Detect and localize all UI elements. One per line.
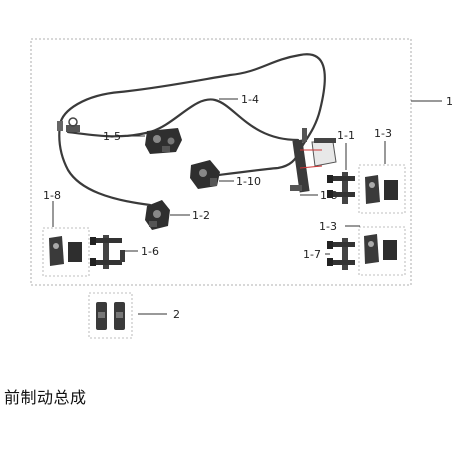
pad-box-1-8	[42, 227, 90, 277]
callout-1-8: 1-8	[43, 189, 61, 202]
callout-1-3-bottom: 1-3	[319, 220, 337, 233]
bracket-pin-1-7	[327, 238, 355, 270]
master-cylinder-1-9	[290, 128, 337, 193]
callout-1-6: 1-6	[141, 245, 159, 258]
caliper-1-5	[145, 128, 182, 154]
callout-1-2: 1-2	[192, 209, 210, 222]
callout-1: 1	[446, 95, 452, 108]
caliper-1-10	[190, 160, 220, 189]
callout-1-3-top: 1-3	[374, 127, 392, 140]
brake-pad-1-3-top	[365, 175, 398, 204]
bracket-pin-1-1	[327, 172, 355, 204]
pad-box-1-3-bottom	[358, 226, 406, 276]
brake-pad-1-3-bottom	[364, 234, 397, 264]
brake-hose	[58, 53, 326, 207]
callout-1-5: 1-5	[103, 130, 121, 143]
callout-2: 2	[173, 308, 180, 321]
brake-pad-2	[96, 302, 125, 330]
callout-1-4: 1-4	[241, 93, 259, 106]
caliper-1-2	[145, 200, 170, 230]
hose-junction	[57, 117, 80, 132]
assembly-caption: 前制动总成	[4, 388, 87, 407]
brake-pad-1-8	[49, 236, 82, 266]
bracket-pin-1-6	[90, 235, 125, 269]
callout-1-1: 1-1	[337, 129, 355, 142]
callout-1-10: 1-10	[236, 175, 261, 188]
callout-1-7: 1-7	[303, 248, 321, 261]
pad-box-2	[88, 292, 133, 339]
assembly-boundary	[30, 38, 412, 286]
pad-box-1-3-top	[358, 164, 406, 214]
